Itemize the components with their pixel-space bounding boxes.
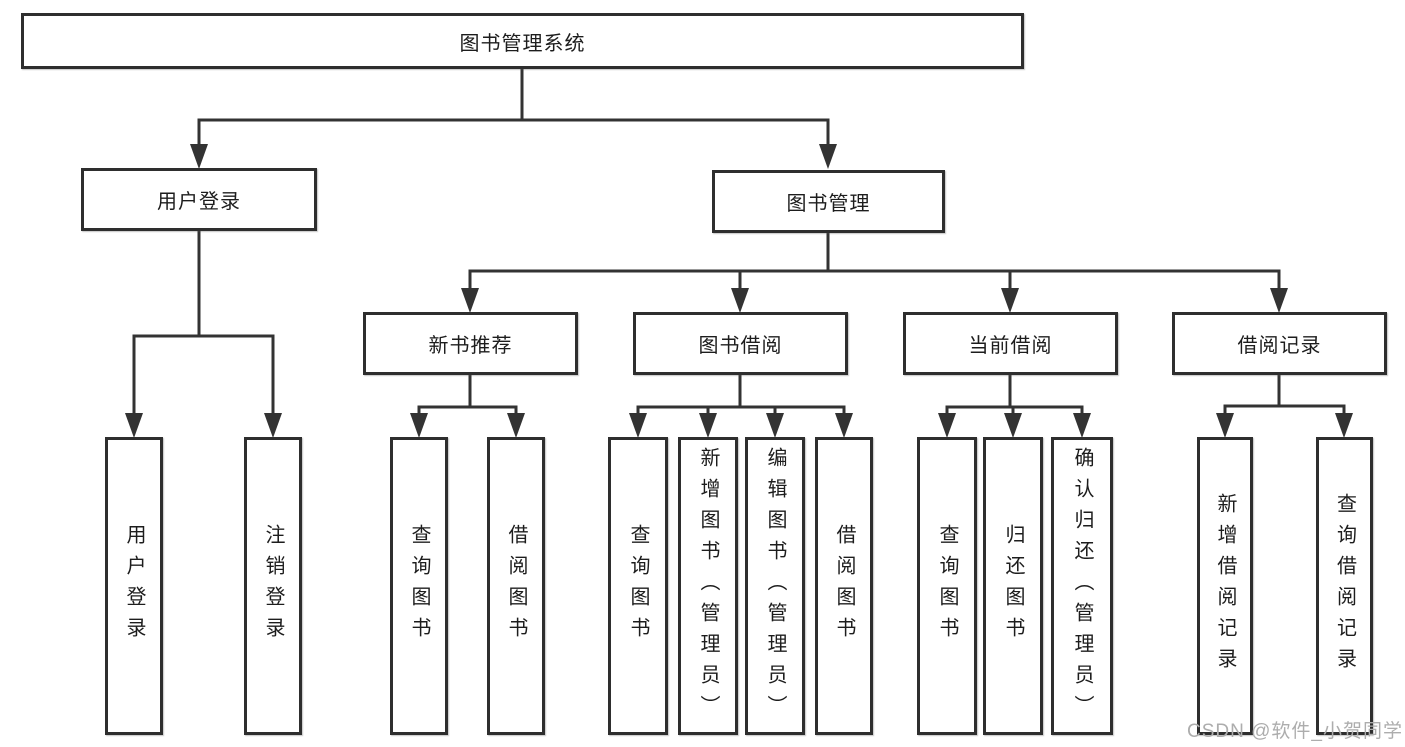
connector-newbooks-to-leaves: [410, 373, 525, 438]
connector-currentborrow-to-leaves: [938, 373, 1091, 438]
leaf-add-borrow-record: 新增借阅记录: [1197, 437, 1253, 735]
leaf-borrow-books-borrow-label: 借阅图书: [833, 524, 855, 648]
leaf-edit-book-admin-label: 编辑图书（管理员）: [764, 446, 786, 726]
node-root-library-system: 图书管理系统: [21, 13, 1024, 69]
leaf-user-login-label: 用户登录: [123, 524, 145, 648]
leaf-query-books-newbooks-label: 查询图书: [408, 524, 430, 648]
node-current-borrow: 当前借阅: [903, 312, 1118, 375]
leaf-query-books-borrow-label: 查询图书: [627, 524, 649, 648]
connector-bookborrow-to-leaves: [629, 373, 853, 438]
leaf-return-book-label: 归还图书: [1002, 524, 1024, 648]
leaf-query-borrow-record-label: 查询借阅记录: [1333, 493, 1356, 679]
leaf-return-book: 归还图书: [983, 437, 1043, 735]
leaf-borrow-books-newbooks: 借阅图书: [487, 437, 545, 735]
leaf-borrow-books-newbooks-label: 借阅图书: [505, 524, 527, 648]
leaf-add-book-admin-label: 新增图书（管理员）: [697, 446, 719, 726]
leaf-borrow-books-borrow: 借阅图书: [815, 437, 873, 735]
leaf-confirm-return-admin: 确认归还（管理员）: [1051, 437, 1113, 735]
connector-borrowrecords-to-leaves: [1216, 373, 1353, 438]
leaf-logout-label: 注销登录: [262, 524, 284, 648]
leaf-confirm-return-admin-label: 确认归还（管理员）: [1071, 446, 1093, 726]
leaf-add-book-admin: 新增图书（管理员）: [678, 437, 738, 735]
csdn-watermark: CSDN @软件_小贺同学: [1187, 721, 1403, 742]
node-book-borrow: 图书借阅: [633, 312, 848, 375]
leaf-query-books-current: 查询图书: [917, 437, 977, 735]
leaf-add-borrow-record-label: 新增借阅记录: [1214, 493, 1236, 679]
node-book-management: 图书管理: [712, 170, 945, 233]
leaf-edit-book-admin: 编辑图书（管理员）: [745, 437, 805, 735]
node-user-login: 用户登录: [81, 168, 317, 231]
node-new-book-recommend: 新书推荐: [363, 312, 578, 375]
leaf-user-login: 用户登录: [105, 437, 163, 735]
connector-root-to-level2: [190, 65, 837, 169]
leaf-logout: 注销登录: [244, 437, 302, 735]
leaf-query-books-borrow: 查询图书: [608, 437, 668, 735]
leaf-query-books-current-label: 查询图书: [936, 524, 958, 648]
connector-bookmgmt-to-level3: [461, 231, 1288, 313]
leaf-query-books-newbooks: 查询图书: [390, 437, 448, 735]
connector-userlogin-to-leaves: [125, 229, 282, 438]
node-borrow-records: 借阅记录: [1172, 312, 1387, 375]
leaf-query-borrow-record: 查询借阅记录: [1316, 437, 1373, 735]
